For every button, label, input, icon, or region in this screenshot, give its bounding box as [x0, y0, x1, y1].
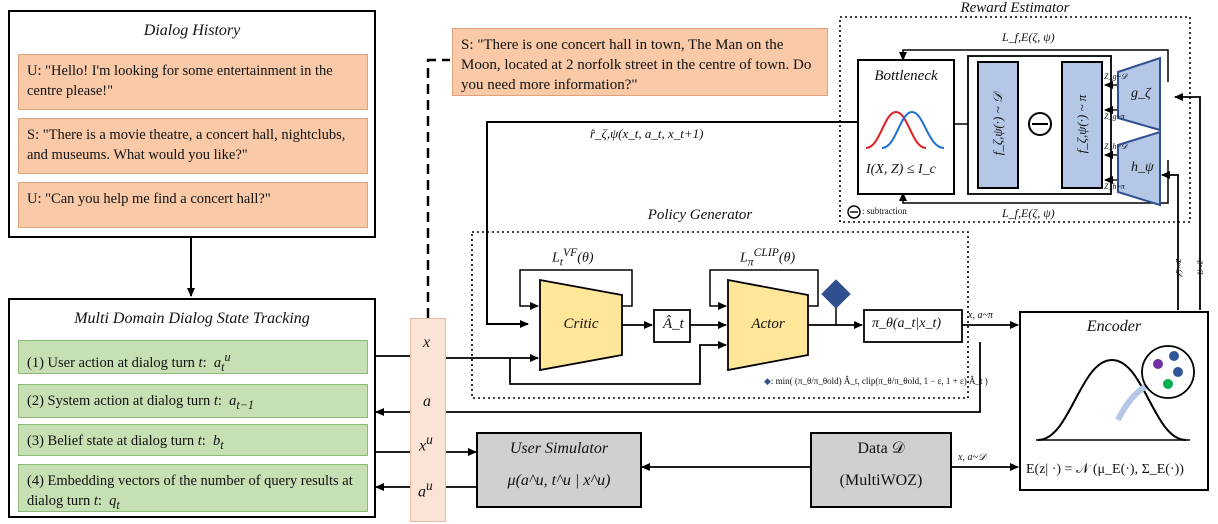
column-label-au: au — [418, 478, 433, 501]
column-label-a: a — [423, 393, 431, 410]
dst-title: Multi Domain Dialog State Tracking — [74, 310, 310, 327]
reward-label: r̂_ζ,ψ(x_t, a_t, x_t+1) — [590, 126, 704, 141]
z-g-pi-label: Z_g~π — [1104, 112, 1125, 121]
f-policy-label: f_ζ,ψ(·) ~ π — [1074, 94, 1089, 154]
subtraction-note: : subtraction — [862, 206, 907, 216]
policy-label: π_θ(a_t|x_t) — [872, 316, 942, 331]
dialog-history-title: Dialog History — [143, 22, 241, 39]
user-simulator-box: User Simulator μ(a^u, t^u | x^u) — [476, 432, 642, 508]
user-simulator-title: User Simulator — [509, 440, 609, 457]
policy-generator-title: Policy Generator — [647, 207, 753, 223]
user-simulator-formula: μ(a^u, t^u | x^u) — [507, 472, 611, 489]
dst-item-system-action: (2) System action at dialog turn t: at−1 — [18, 384, 368, 418]
dialog-turn-2: S: "There is a movie theatre, a concert … — [18, 118, 368, 174]
z-g-d-label: Z_g~𝒟 — [1104, 72, 1128, 81]
data-box: Data 𝒟 (MultiWOZ) — [810, 432, 952, 508]
z-h-pi-label: Z_h~π — [1104, 182, 1125, 191]
actor-label: Actor — [751, 316, 785, 332]
loss-bottom-label: L_f,E(ζ, ψ) — [1002, 206, 1055, 220]
critic-label: Critic — [563, 316, 599, 332]
advantage-label: Â_t — [663, 316, 684, 332]
encoder-formula: E(z| ·) = 𝒩 (μ_E(·), Σ_E(·)) — [1026, 462, 1184, 477]
dst-item-query-results: (4) Embedding vectors of the number of q… — [18, 464, 368, 512]
critic-loss-label: LtVF(θ) — [552, 246, 594, 269]
actor-loss-label: LπCLIP(θ) — [740, 246, 796, 269]
edge-label-x-a-pi: x, a~π — [968, 310, 993, 321]
clip-note: ◆: min( (π_θ/π_θold) Â_t, clip(π_θ/π_θol… — [764, 376, 988, 386]
dialog-turn-3: U: "Can you help me find a concert hall?… — [18, 182, 368, 228]
system-response: S: "There is one concert hall in town, T… — [452, 28, 828, 96]
f-data-label: f_ζ,ψ(·) ~ 𝒟 — [990, 92, 1005, 156]
bottleneck-constraint: I(X, Z) ≤ I_c — [866, 162, 936, 177]
data-title: Data 𝒟 — [857, 440, 905, 457]
clip-note-text: : min( (π_θ/π_θold) Â_t, clip(π_θ/π_θold… — [770, 376, 988, 386]
data-subtitle: (MultiWOZ) — [839, 472, 923, 489]
reward-estimator-title: Reward Estimator — [960, 0, 1070, 16]
loss-top-label: L_f,E(ζ, ψ) — [1002, 30, 1055, 44]
state-column — [410, 318, 446, 522]
column-label-x: x — [423, 334, 431, 351]
bottleneck-title: Bottleneck — [874, 68, 938, 84]
z-h-d-label: Z_h~𝒟 — [1104, 142, 1128, 151]
dst-item-user-action: (1) User action at dialog turn t: atu — [18, 340, 368, 374]
encoder-title: Encoder — [1086, 318, 1142, 335]
column-label-xu: xu — [419, 432, 433, 455]
g-zeta-label: g_ζ — [1131, 86, 1151, 101]
h-psi-label: h_ψ — [1131, 160, 1154, 175]
dst-item-belief-state: (3) Belief state at dialog turn t: bt — [18, 424, 368, 456]
edge-label-z-d: z~𝒟 — [1173, 258, 1185, 277]
dialog-turn-1: U: "Hello! I'm looking for some entertai… — [18, 54, 368, 110]
edge-label-z-pi: z~π — [1194, 260, 1206, 275]
edge-label-x-a-d: x, a~𝒟 — [958, 452, 986, 463]
